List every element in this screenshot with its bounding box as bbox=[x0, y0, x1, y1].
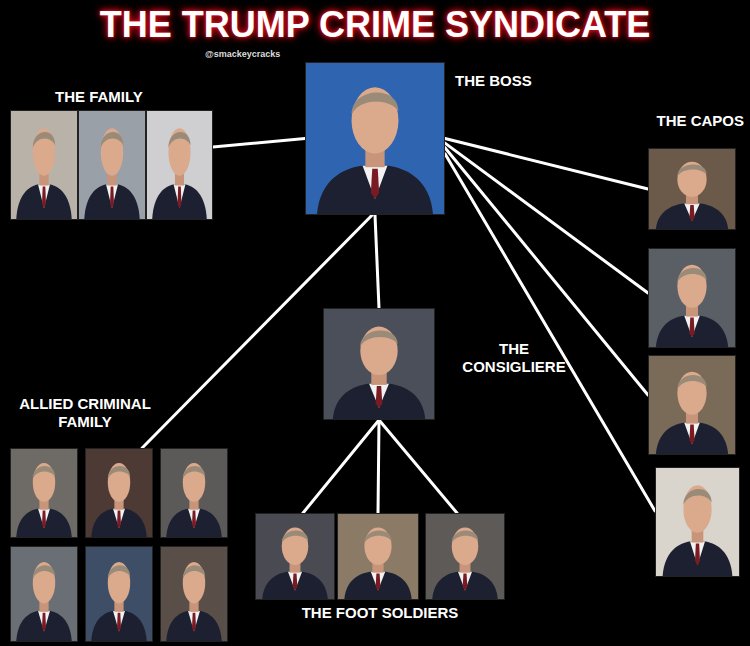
portrait-illustration bbox=[79, 111, 145, 219]
allied-group: ALLIED CRIMINAL FAMILY bbox=[10, 395, 230, 642]
portrait-photo bbox=[146, 110, 213, 220]
boss-group: THE BOSS bbox=[305, 62, 555, 215]
portrait-illustration bbox=[649, 249, 735, 347]
connector-line bbox=[303, 420, 379, 513]
group-label: THE FOOT SOLDIERS bbox=[255, 604, 505, 622]
group-label: THE CAPOS bbox=[630, 112, 744, 130]
portrait-photo bbox=[10, 546, 78, 642]
portrait-photo bbox=[337, 513, 419, 600]
portrait-illustration bbox=[649, 149, 735, 229]
portrait-illustration bbox=[147, 111, 212, 219]
connector-line bbox=[445, 148, 648, 395]
portrait-illustration bbox=[649, 356, 735, 454]
portrait-illustration bbox=[86, 547, 152, 641]
group-label: THE BOSS bbox=[455, 72, 532, 90]
portrait-illustration bbox=[324, 309, 434, 419]
portrait-illustration bbox=[161, 449, 227, 537]
portrait-photo bbox=[78, 110, 146, 220]
portrait-photo bbox=[160, 448, 228, 538]
title: THE TRUMP CRIME SYNDICATE bbox=[0, 4, 750, 46]
portrait-photo bbox=[10, 448, 78, 538]
portrait-photo bbox=[85, 448, 153, 538]
connector-line bbox=[379, 420, 457, 513]
group-label: ALLIED CRIMINAL FAMILY bbox=[10, 395, 160, 431]
portrait-illustration bbox=[11, 111, 77, 219]
capos-group: THE CAPOS bbox=[630, 112, 745, 580]
portrait-illustration bbox=[86, 449, 152, 537]
portrait-photo bbox=[425, 513, 505, 600]
portrait-photo bbox=[160, 546, 228, 642]
portrait-illustration bbox=[426, 514, 504, 599]
foot-soldiers-group: THE FOOT SOLDIERS bbox=[255, 513, 505, 625]
portrait-illustration bbox=[256, 514, 334, 599]
portrait-photo bbox=[648, 355, 736, 455]
portrait-illustration bbox=[11, 449, 77, 537]
connector-line bbox=[378, 420, 379, 513]
family-group: THE FAMILY bbox=[10, 88, 213, 220]
portrait-photo bbox=[255, 513, 335, 600]
portrait-illustration bbox=[161, 547, 227, 641]
group-label: THE CONSIGLIERE bbox=[455, 340, 573, 376]
portrait-photo bbox=[305, 62, 445, 215]
portrait-illustration bbox=[656, 468, 739, 576]
portrait-photo bbox=[655, 467, 740, 577]
portrait-photo bbox=[648, 148, 736, 230]
portrait-photo bbox=[648, 248, 736, 348]
watermark: @smackeycracks bbox=[205, 49, 280, 59]
portrait-illustration bbox=[306, 63, 444, 214]
portrait-photo bbox=[10, 110, 78, 220]
portrait-photo bbox=[85, 546, 153, 642]
portrait-photo bbox=[323, 308, 435, 420]
consigliere-group: THE CONSIGLIERE bbox=[323, 308, 575, 420]
portrait-illustration bbox=[338, 514, 418, 599]
connector-line bbox=[445, 154, 655, 511]
portrait-illustration bbox=[11, 547, 77, 641]
connector-line bbox=[375, 215, 379, 308]
group-label: THE FAMILY bbox=[55, 88, 143, 106]
